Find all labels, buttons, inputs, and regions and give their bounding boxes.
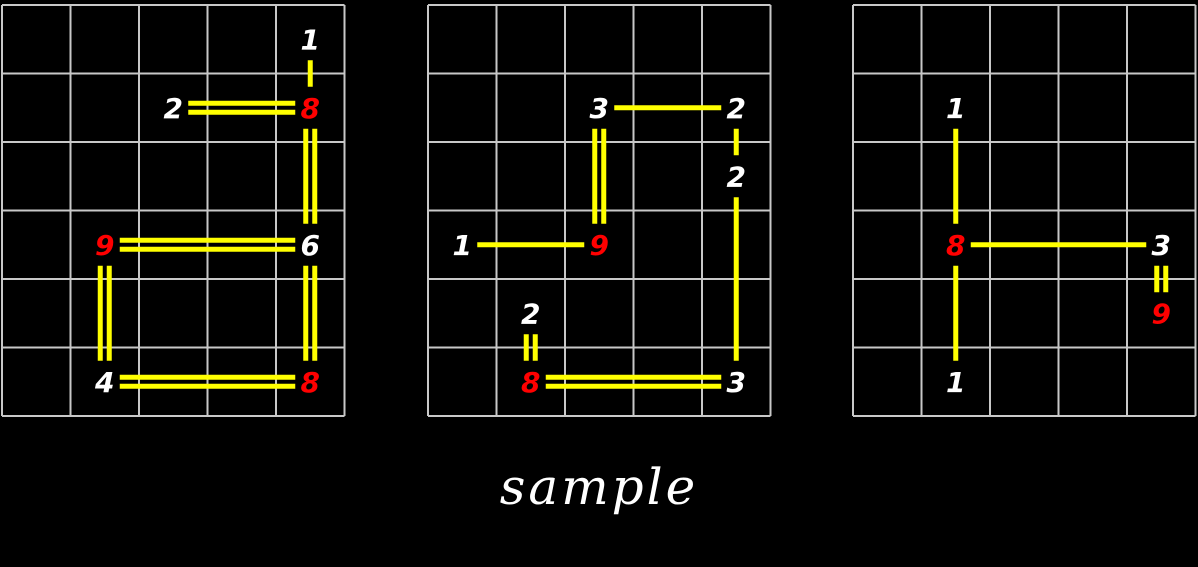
puzzle-grid-3: 1 8 3 9 1 bbox=[852, 4, 1197, 417]
caption-text: sample bbox=[499, 458, 699, 516]
island-number: 9 bbox=[1152, 297, 1171, 330]
island-number: 2 bbox=[164, 92, 183, 125]
island-number: 6 bbox=[301, 229, 320, 262]
island-number: 8 bbox=[521, 366, 540, 399]
island-number: 9 bbox=[590, 229, 609, 262]
island-number: 3 bbox=[1152, 229, 1171, 262]
island-number: 1 bbox=[453, 229, 472, 262]
island-number: 3 bbox=[590, 92, 609, 125]
island-number: 1 bbox=[946, 92, 965, 125]
island-number: 1 bbox=[301, 23, 320, 56]
island-number: 3 bbox=[727, 366, 746, 399]
island-number: 2 bbox=[727, 160, 746, 193]
island-number: 8 bbox=[301, 92, 320, 125]
island-number: 1 bbox=[946, 366, 965, 399]
puzzle-grid-1: 1 2 8 9 6 4 8 bbox=[1, 4, 346, 417]
island-number: 2 bbox=[521, 297, 540, 330]
island-number: 4 bbox=[94, 366, 114, 399]
puzzle-grid-2: 3 2 2 1 9 2 8 3 bbox=[427, 4, 772, 417]
island-number: 9 bbox=[95, 229, 114, 262]
island-number: 2 bbox=[727, 92, 746, 125]
island-number: 8 bbox=[301, 366, 320, 399]
island-number: 8 bbox=[946, 229, 965, 262]
